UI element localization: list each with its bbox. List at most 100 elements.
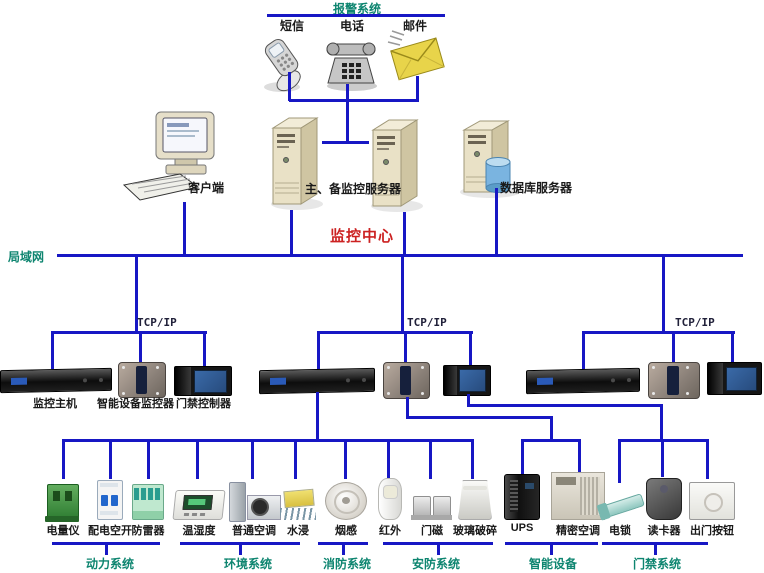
sensor-label: UPS	[510, 522, 534, 534]
sensor-node: 电量仪	[35, 474, 91, 538]
mail-label: 邮件	[402, 19, 427, 33]
bracket-line	[602, 542, 708, 545]
connector-line	[495, 188, 498, 256]
connector-line	[416, 76, 419, 101]
alarm-system-title: 报警系统	[332, 2, 381, 16]
sensor-label: 门磁	[421, 525, 443, 537]
drop-line	[344, 439, 347, 479]
sensor-label: 水浸	[287, 525, 309, 537]
tcpip-label-2: TCP/IP	[407, 316, 447, 329]
access-controller-icon	[174, 366, 232, 396]
connector-line	[346, 99, 349, 143]
route-line	[467, 404, 663, 407]
group2-connector-line	[318, 331, 473, 334]
drop-line	[294, 439, 297, 479]
connector-line	[135, 257, 138, 333]
drop-line	[521, 439, 524, 477]
sms-label: 短信	[279, 19, 304, 33]
temp-humidity-icon	[172, 474, 226, 520]
infrared-icon	[378, 474, 402, 520]
lan-backbone-line	[57, 254, 743, 257]
card-reader-icon	[646, 474, 682, 520]
sensor-node: 门磁	[404, 474, 460, 538]
sensor-bus-line	[63, 439, 474, 442]
sensor-label: 电锁	[609, 525, 631, 537]
connector-line	[288, 72, 291, 101]
sensor-label: 出门按钮	[690, 525, 734, 537]
surge-protector-icon	[132, 474, 164, 520]
access-bus-line	[619, 439, 709, 442]
door-magnet-icon	[411, 474, 453, 520]
sensor-node: UPS	[494, 474, 550, 534]
connector-line	[401, 257, 404, 333]
sensor-label: 玻璃破碎	[453, 525, 497, 537]
bracket-line	[505, 542, 598, 545]
connector-line	[317, 331, 320, 369]
connector-line	[660, 404, 663, 442]
normal-ac-icon	[227, 474, 281, 522]
backup-server-icon	[371, 119, 423, 212]
connector-line	[550, 416, 553, 442]
sensor-node: 烟感	[318, 474, 374, 538]
sensor-label: 红外	[379, 525, 401, 537]
sensor-node: 温湿度	[171, 474, 227, 538]
connector-line	[582, 331, 585, 369]
drop-line	[147, 439, 150, 479]
connector-line	[406, 397, 409, 419]
bracket-tick	[437, 545, 440, 555]
drop-line	[706, 439, 709, 479]
database-server-label: 数据库服务器	[500, 181, 573, 195]
circuit-breaker-icon	[97, 474, 123, 520]
connector-line	[467, 394, 470, 407]
group-label-security: 安防系统	[411, 557, 460, 571]
connector-line	[403, 212, 406, 256]
drop-line	[471, 439, 474, 479]
drop-line	[62, 439, 65, 479]
smart-device-monitor-icon	[118, 362, 166, 398]
drop-line	[387, 439, 390, 479]
bracket-tick	[654, 545, 657, 555]
bracket-line	[383, 542, 493, 545]
power-meter-icon	[45, 474, 79, 522]
access-controller-icon	[707, 362, 762, 395]
monitoring-center-label: 监控中心	[330, 228, 395, 245]
monitor-host-icon	[526, 367, 640, 395]
bracket-tick	[239, 545, 242, 555]
sensor-label: 电量仪	[46, 525, 80, 537]
sensor-node: 精密空调	[550, 472, 606, 538]
connector-line	[469, 331, 472, 367]
monitor-host-icon	[259, 367, 375, 395]
bracket-tick	[550, 545, 553, 555]
precision-ac-icon	[551, 472, 605, 520]
alarm-title-underline	[267, 14, 445, 17]
sensor-node: 玻璃破碎	[447, 474, 503, 538]
sensor-label: 读卡器	[647, 525, 681, 537]
telephone-icon	[326, 42, 377, 91]
smart-device-monitor-label: 智能设备监控器	[97, 398, 174, 410]
tcpip-label-1: TCP/IP	[137, 316, 177, 329]
server-link-line	[322, 141, 369, 144]
connector-line	[51, 331, 54, 369]
group1-connector-line	[52, 331, 207, 334]
sensor-node: 水浸	[270, 474, 326, 538]
mail-icon	[387, 30, 445, 81]
connector-line	[346, 84, 349, 101]
tcpip-label-3: TCP/IP	[675, 316, 715, 329]
smart-device-monitor-icon	[648, 362, 700, 399]
group-label-smart-equipment: 智能设备	[528, 557, 577, 571]
sensor-node: 防雷器	[120, 474, 176, 538]
connector-line	[183, 202, 186, 256]
sensor-label: 普通空调	[232, 525, 276, 537]
bracket-line	[180, 542, 300, 545]
cellphone-icon	[264, 39, 301, 92]
smart-bus-line	[522, 439, 581, 442]
client-label: 客户端	[188, 181, 225, 195]
group-label-environment: 环境系统	[223, 557, 272, 571]
database-server-icon	[460, 120, 520, 198]
monitor-host-icon	[0, 367, 112, 394]
access-controller-label: 门禁控制器	[176, 398, 231, 410]
main-backup-server-label: 主、备监控服务器	[305, 182, 402, 196]
sensor-label: 防雷器	[131, 525, 165, 537]
drop-line	[661, 439, 664, 477]
